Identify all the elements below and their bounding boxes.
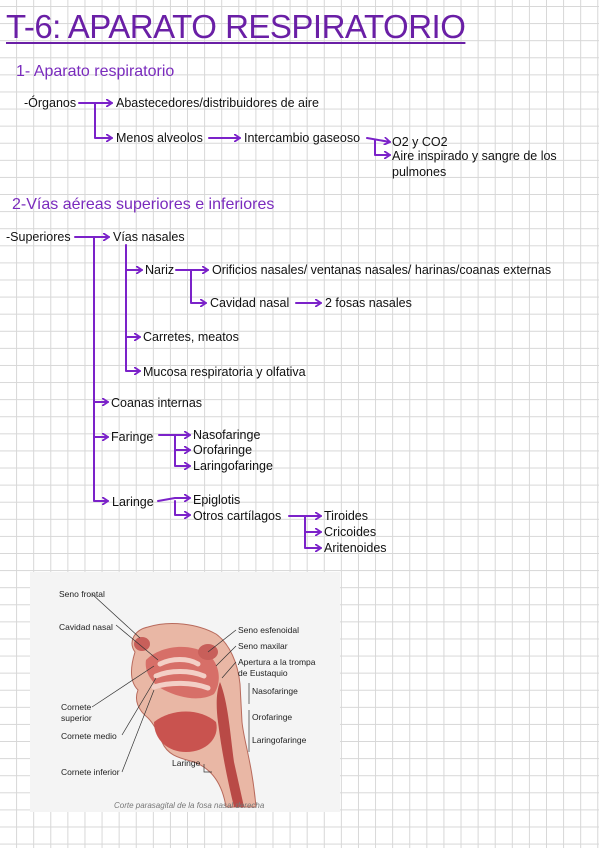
fig-cornete-medio: Cornete medio <box>61 731 117 741</box>
carretes-label: Carretes, meatos <box>143 330 239 344</box>
arrow-cavidad <box>190 269 207 303</box>
fig-apertura-1: Apertura a la trompa <box>238 657 316 667</box>
aritenoides-label: Aritenoides <box>324 541 387 555</box>
tiroides-label: Tiroides <box>324 509 368 523</box>
arrow-vias-trunk <box>125 244 141 371</box>
section1-heading: 1- Aparato respiratorio <box>16 63 175 80</box>
menos-alveolos-label: Menos alveolos <box>116 131 203 145</box>
cricoides-label: Cricoides <box>324 525 377 539</box>
abastecedores-label: Abastecedores/distribuidores de aire <box>116 96 319 110</box>
epiglotis-label: Epiglotis <box>193 493 241 507</box>
fig-caption: Corte parasagital de la fosa nasal derec… <box>114 801 265 810</box>
fig-laringofaringe: Laringofaringe <box>252 735 307 745</box>
page-title: T-6: APARATO RESPIRATORIO <box>6 8 466 45</box>
arrow-organos-branch <box>94 102 113 138</box>
fig-seno-esfenoidal: Seno esfenoidal <box>238 625 299 635</box>
organos-label: -Órganos <box>24 96 77 110</box>
arrow-otros-branch <box>304 515 322 548</box>
anatomy-figure: Seno frontal Cavidad nasal Cornete super… <box>30 572 340 812</box>
faringe-label: Faringe <box>111 430 154 444</box>
nariz-label: Nariz <box>145 263 175 277</box>
otros-cartilagos-label: Otros cartílagos <box>193 509 282 523</box>
fig-cornete-superior-2: superior <box>61 713 92 723</box>
arrow-aire <box>374 139 391 155</box>
arrow-superiores-trunk <box>93 236 109 501</box>
fig-seno-maxilar: Seno maxilar <box>238 641 288 651</box>
fosas-label: 2 fosas nasales <box>325 296 412 310</box>
vias-nasales-label: Vías nasales <box>113 230 185 244</box>
fig-orofaringe: Orofaringe <box>252 712 293 722</box>
arrow-faringe-branch <box>174 434 191 466</box>
aire-label-2: pulmones <box>392 165 447 179</box>
laringofaringe-label: Laringofaringe <box>193 459 273 473</box>
aire-label-1: Aire inspirado y sangre de los <box>392 149 557 163</box>
cavidad-nasal-label: Cavidad nasal <box>210 296 290 310</box>
fig-cornete-inferior: Cornete inferior <box>61 767 120 777</box>
section2-heading: 2-Vías aéreas superiores e inferiores <box>12 196 275 213</box>
fig-apertura-2: de Eustaquio <box>238 668 288 678</box>
arrow-otros <box>174 500 191 515</box>
mucosa-label: Mucosa respiratoria y olfativa <box>143 365 306 379</box>
o2-label: O2 y CO2 <box>392 135 448 149</box>
coanas-label: Coanas internas <box>111 396 203 410</box>
intercambio-label: Intercambio gaseoso <box>244 131 361 145</box>
nasofaringe-label: Nasofaringe <box>193 428 261 442</box>
fig-cornete-superior-1: Cornete <box>61 702 92 712</box>
fig-laringe: Laringe <box>172 758 201 768</box>
orificios-label: Orificios nasales/ ventanas nasales/ har… <box>212 263 552 277</box>
superiores-label: -Superiores <box>6 230 71 244</box>
fig-seno-frontal: Seno frontal <box>59 589 105 599</box>
anatomy-illustration <box>91 593 257 808</box>
fig-cavidad-nasal: Cavidad nasal <box>59 622 113 632</box>
orofaringe-label: Orofaringe <box>193 443 253 457</box>
laringe-label: Laringe <box>112 495 154 509</box>
arrow-epiglotis <box>157 498 191 502</box>
fig-nasofaringe: Nasofaringe <box>252 686 298 696</box>
arrow-o2 <box>366 137 391 142</box>
